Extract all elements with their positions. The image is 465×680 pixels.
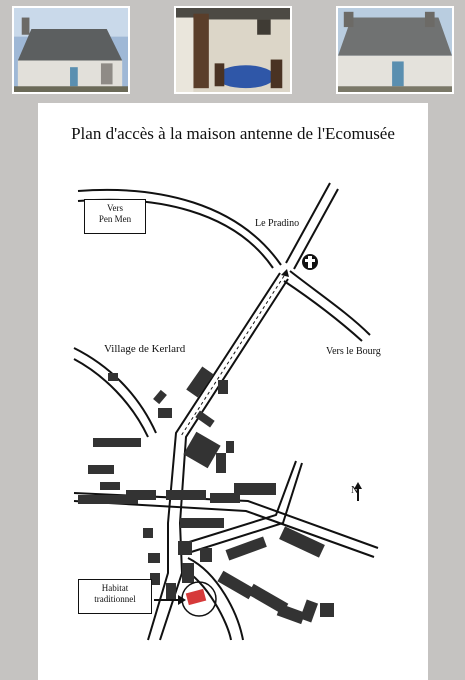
label-vers-pen-men: Vers Pen Men	[84, 199, 146, 234]
label-village: Village de Kerlard	[104, 343, 186, 355]
highlight-house	[185, 588, 207, 606]
map-title: Plan d'accès à la maison antenne de l'Ec…	[71, 124, 395, 143]
label-le-pradino: Le Pradino	[255, 218, 300, 229]
access-map: Plan d'accès à la maison antenne de l'Ec…	[38, 103, 428, 680]
label-habitat: Habitat traditionnel	[78, 579, 152, 614]
house-facade-photo	[336, 6, 454, 94]
label-vers-le-bourg: Vers le Bourg	[326, 346, 381, 357]
interior-photo	[174, 6, 292, 94]
north-label: N	[351, 485, 359, 496]
north-arrow-icon	[354, 482, 362, 501]
church-icon	[302, 254, 318, 270]
house-exterior-photo	[12, 6, 130, 94]
map-roads	[73, 182, 379, 641]
